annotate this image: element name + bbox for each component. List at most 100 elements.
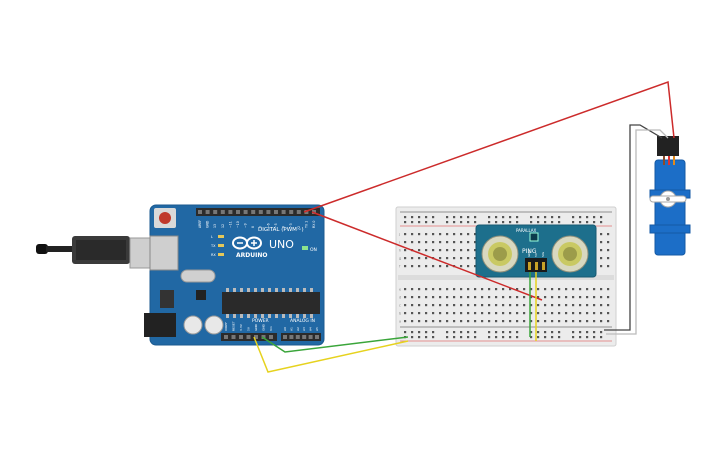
rail-hole[interactable] — [425, 331, 428, 334]
digital-pin-hole[interactable] — [243, 210, 248, 214]
power-pin-hole[interactable] — [261, 335, 266, 339]
rail-hole[interactable] — [537, 221, 540, 224]
rail-hole[interactable] — [600, 221, 603, 224]
rail-hole[interactable] — [586, 336, 589, 339]
terminal-hole[interactable] — [411, 288, 414, 291]
terminal-hole[interactable] — [502, 304, 505, 307]
rail-hole[interactable] — [488, 216, 491, 219]
analog-pin-hole[interactable] — [302, 335, 307, 339]
digital-pin-hole[interactable] — [213, 210, 218, 214]
terminal-hole[interactable] — [558, 288, 561, 291]
terminal-hole[interactable] — [474, 296, 477, 299]
terminal-hole[interactable] — [516, 304, 519, 307]
rail-hole[interactable] — [460, 216, 463, 219]
rail-hole[interactable] — [593, 331, 596, 334]
rail-hole[interactable] — [502, 331, 505, 334]
terminal-hole[interactable] — [446, 296, 449, 299]
terminal-hole[interactable] — [425, 304, 428, 307]
terminal-hole[interactable] — [439, 304, 442, 307]
digital-pin-hole[interactable] — [205, 210, 210, 214]
terminal-hole[interactable] — [558, 320, 561, 323]
terminal-hole[interactable] — [446, 241, 449, 244]
terminal-hole[interactable] — [460, 296, 463, 299]
terminal-hole[interactable] — [418, 233, 421, 236]
terminal-hole[interactable] — [600, 296, 603, 299]
rail-hole[interactable] — [537, 331, 540, 334]
rail-hole[interactable] — [488, 331, 491, 334]
terminal-hole[interactable] — [474, 265, 477, 268]
rail-hole[interactable] — [446, 221, 449, 224]
terminal-hole[interactable] — [474, 241, 477, 244]
terminal-hole[interactable] — [425, 241, 428, 244]
rail-hole[interactable] — [453, 221, 456, 224]
terminal-hole[interactable] — [516, 296, 519, 299]
terminal-hole[interactable] — [418, 265, 421, 268]
rail-hole[interactable] — [516, 216, 519, 219]
terminal-hole[interactable] — [544, 288, 547, 291]
terminal-hole[interactable] — [481, 312, 484, 315]
rail-hole[interactable] — [551, 221, 554, 224]
terminal-hole[interactable] — [411, 296, 414, 299]
terminal-hole[interactable] — [418, 312, 421, 315]
terminal-hole[interactable] — [460, 304, 463, 307]
rail-hole[interactable] — [544, 331, 547, 334]
terminal-hole[interactable] — [607, 320, 610, 323]
terminal-hole[interactable] — [551, 320, 554, 323]
terminal-hole[interactable] — [488, 288, 491, 291]
terminal-hole[interactable] — [467, 249, 470, 252]
wire-yellow-5v[interactable] — [253, 336, 409, 373]
terminal-hole[interactable] — [404, 265, 407, 268]
terminal-hole[interactable] — [418, 257, 421, 260]
terminal-hole[interactable] — [607, 265, 610, 268]
terminal-hole[interactable] — [404, 233, 407, 236]
terminal-hole[interactable] — [418, 241, 421, 244]
terminal-hole[interactable] — [551, 312, 554, 315]
rail-hole[interactable] — [593, 336, 596, 339]
digital-pin-hole[interactable] — [289, 210, 294, 214]
terminal-hole[interactable] — [607, 288, 610, 291]
terminal-hole[interactable] — [439, 312, 442, 315]
rail-hole[interactable] — [488, 336, 491, 339]
terminal-hole[interactable] — [467, 265, 470, 268]
terminal-hole[interactable] — [509, 296, 512, 299]
terminal-hole[interactable] — [607, 312, 610, 315]
rail-hole[interactable] — [551, 331, 554, 334]
terminal-hole[interactable] — [425, 288, 428, 291]
terminal-hole[interactable] — [495, 304, 498, 307]
digital-pin-hole[interactable] — [281, 210, 286, 214]
terminal-hole[interactable] — [509, 288, 512, 291]
terminal-hole[interactable] — [481, 304, 484, 307]
terminal-hole[interactable] — [460, 312, 463, 315]
terminal-hole[interactable] — [558, 312, 561, 315]
digital-pin-hole[interactable] — [258, 210, 263, 214]
rail-hole[interactable] — [425, 216, 428, 219]
rail-hole[interactable] — [572, 221, 575, 224]
rail-hole[interactable] — [558, 331, 561, 334]
rail-hole[interactable] — [579, 336, 582, 339]
digital-pin-header[interactable] — [196, 208, 320, 216]
rail-hole[interactable] — [446, 336, 449, 339]
rail-hole[interactable] — [495, 331, 498, 334]
terminal-hole[interactable] — [600, 304, 603, 307]
rail-hole[interactable] — [572, 331, 575, 334]
terminal-hole[interactable] — [467, 288, 470, 291]
power-pin-hole[interactable] — [269, 335, 273, 339]
terminal-hole[interactable] — [572, 312, 575, 315]
rail-hole[interactable] — [474, 216, 477, 219]
terminal-hole[interactable] — [586, 304, 589, 307]
terminal-hole[interactable] — [411, 257, 414, 260]
rail-hole[interactable] — [467, 216, 470, 219]
terminal-hole[interactable] — [439, 296, 442, 299]
terminal-hole[interactable] — [432, 233, 435, 236]
servo-connector[interactable] — [657, 136, 679, 156]
rail-hole[interactable] — [551, 216, 554, 219]
rail-hole[interactable] — [544, 336, 547, 339]
terminal-hole[interactable] — [418, 296, 421, 299]
terminal-hole[interactable] — [551, 296, 554, 299]
sensor-pin[interactable] — [542, 262, 545, 270]
terminal-hole[interactable] — [558, 304, 561, 307]
terminal-hole[interactable] — [460, 320, 463, 323]
terminal-hole[interactable] — [446, 304, 449, 307]
terminal-hole[interactable] — [481, 288, 484, 291]
rail-hole[interactable] — [411, 331, 414, 334]
